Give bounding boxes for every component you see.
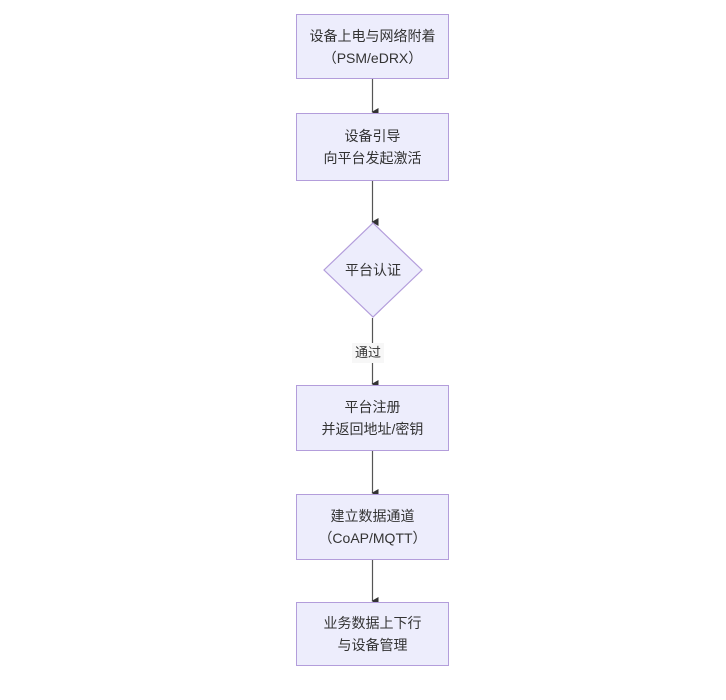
node-label-line2: 并返回地址/密钥 (321, 421, 424, 437)
node-label-line1: 业务数据上下行 (323, 615, 422, 631)
node-label-line2: 与设备管理 (337, 637, 408, 653)
node-label-line1: 建立数据通道 (330, 508, 415, 524)
node-label-line1: 设备上电与网络附着 (309, 27, 436, 44)
node-device-bootstrap[interactable]: 设备引导 向平台发起激活 (296, 113, 449, 181)
node-data-channel[interactable]: 建立数据通道 （CoAP/MQTT） (296, 494, 449, 560)
diamond-shape (323, 222, 423, 318)
node-label-line2: 向平台发起激活 (323, 150, 422, 166)
node-label-line2: （PSM/eDRX） (322, 49, 423, 66)
edge-label-pass: 通过 (352, 343, 385, 363)
node-platform-auth[interactable]: 平台认证 (323, 222, 423, 318)
node-device-power-on[interactable]: 设备上电与网络附着 （PSM/eDRX） (296, 14, 449, 79)
node-platform-register[interactable]: 平台注册 并返回地址/密钥 (296, 385, 449, 451)
node-label-line1: 平台认证 (345, 262, 401, 278)
node-label-line1: 设备引导 (344, 128, 401, 144)
node-label-line2: （CoAP/MQTT） (318, 530, 427, 546)
node-label-line1: 平台注册 (344, 399, 401, 415)
node-business-data[interactable]: 业务数据上下行 与设备管理 (296, 602, 449, 666)
